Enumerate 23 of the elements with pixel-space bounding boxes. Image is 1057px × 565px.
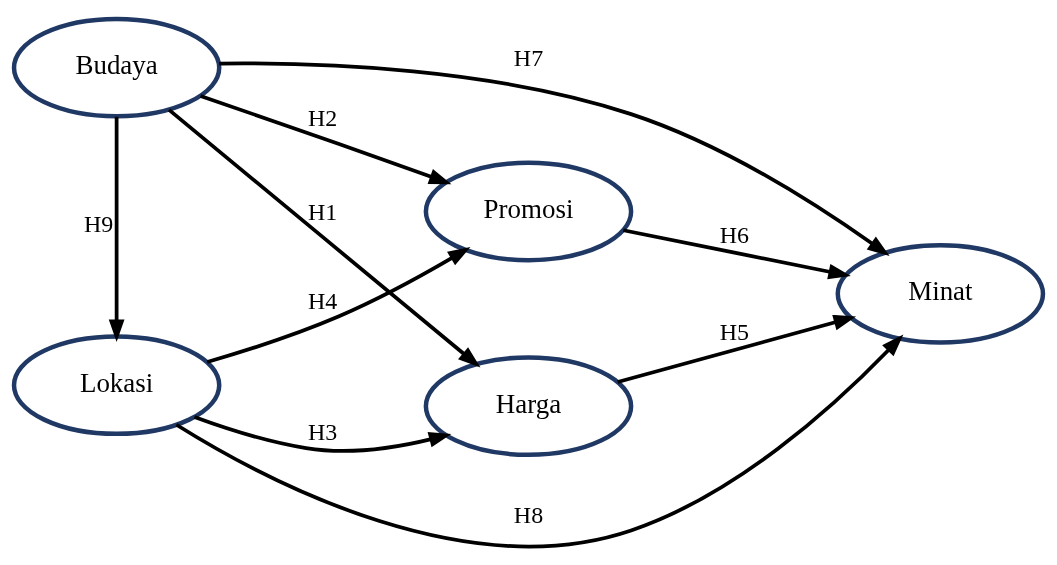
node-ellipse: Harga	[423, 354, 634, 457]
node-ellipse: Promosi	[423, 160, 634, 262]
edge-label: H1	[307, 198, 338, 225]
node-ellipse: Minat	[835, 242, 1046, 345]
node-ellipse: Lokasi	[11, 333, 222, 436]
edge-label: H5	[719, 318, 750, 345]
edge-label: H6	[719, 221, 750, 248]
edge-label: H8	[513, 501, 544, 528]
node-ellipse: Budaya	[11, 16, 222, 119]
edge-label: H9	[84, 210, 114, 237]
arrow	[206, 246, 471, 364]
arrow	[219, 61, 890, 256]
edge-label: H3	[307, 418, 338, 445]
edge-label: H7	[513, 44, 544, 71]
edge-label: H4	[307, 287, 338, 314]
arrow	[617, 314, 857, 384]
arrow	[167, 107, 481, 368]
arrow	[175, 333, 904, 548]
arrow	[199, 93, 452, 184]
arrow	[108, 116, 125, 342]
edge-label: H2	[307, 104, 338, 131]
arrow	[193, 414, 452, 453]
arrow	[622, 227, 851, 279]
